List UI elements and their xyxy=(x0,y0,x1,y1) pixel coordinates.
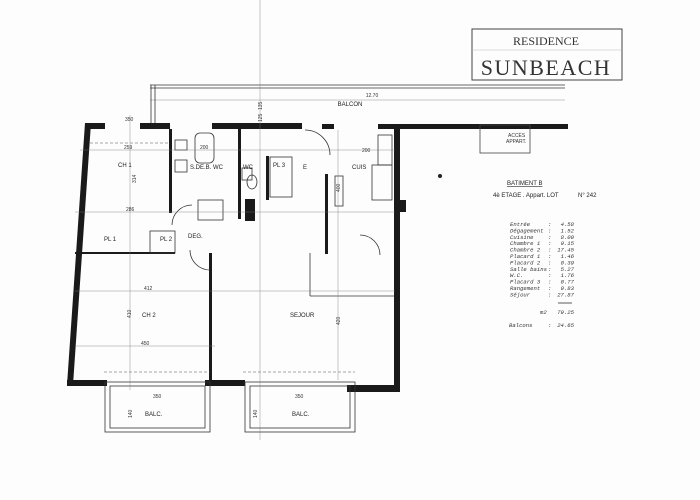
room-ch1: CH 1 xyxy=(118,163,132,169)
dimension-text: 410 xyxy=(127,309,133,318)
dimension-text: 450 xyxy=(141,341,150,347)
room-balc2: BALC. xyxy=(292,412,310,418)
room-pl2: PL 2 xyxy=(160,237,173,243)
access-label: ACCÈS APPART. xyxy=(506,132,526,145)
separator: : xyxy=(548,322,551,329)
interior-lines xyxy=(90,124,531,433)
dimension-text: 314 xyxy=(132,174,138,183)
separator: : xyxy=(548,234,551,241)
room-deg: DEG. xyxy=(188,234,203,240)
separator: : xyxy=(548,266,551,273)
area-room-value: 1.76 xyxy=(561,272,575,279)
dimension-text: 259 xyxy=(124,145,133,151)
dimension-text: 135 xyxy=(258,101,264,110)
area-room-name: Séjour xyxy=(510,291,531,298)
building-label: BATIMENT B xyxy=(507,181,542,187)
area-room-value: 0.83 xyxy=(561,285,575,292)
area-room-name: Salle bains xyxy=(510,266,547,273)
area-room-name: W.C. xyxy=(510,272,523,279)
dimension-text: 200 xyxy=(200,145,209,151)
area-room-value: 9.15 xyxy=(561,240,575,247)
area-room-value: 0.39 xyxy=(561,259,575,266)
room-pl3: PL 3 xyxy=(273,163,286,169)
area-room-value: 1.46 xyxy=(561,253,575,260)
separator: : xyxy=(548,291,551,298)
top-balcony: 12.70 BALCON xyxy=(150,84,565,124)
area-room-name: Entrée xyxy=(510,221,531,228)
room-sdb: S.DE.B. xyxy=(190,165,212,171)
dimension-text: 412 xyxy=(144,286,153,292)
dimension-text: 400 xyxy=(336,183,342,192)
dimension-text: 140 xyxy=(253,409,259,418)
walls xyxy=(67,123,568,392)
separator: : xyxy=(548,259,551,266)
access-text: ACCÈS xyxy=(508,132,526,139)
room-wc2: WC xyxy=(243,165,254,171)
balcony-dimension: 12.70 xyxy=(366,93,379,99)
floor-label: 4è ETAGE . Appart. LOT xyxy=(493,193,559,199)
balcony-area-label: Balcons xyxy=(509,322,533,329)
area-room-name: Placard 1 xyxy=(510,253,540,260)
separator: : xyxy=(548,285,551,292)
area-room-name: Dégagement xyxy=(510,227,544,234)
area-room-name: Placard 3 xyxy=(510,279,541,286)
area-table: BATIMENT B 4è ETAGE . Appart. LOT N° 242… xyxy=(493,181,597,329)
area-room-name: Chambre 1 xyxy=(510,240,540,247)
dimension-text: 350 xyxy=(153,394,162,400)
balcony-label: BALCON xyxy=(338,102,363,108)
dimension-text: 350 xyxy=(295,394,304,400)
area-room-value: 8.00 xyxy=(561,234,575,241)
area-room-name: Chambre 2 xyxy=(510,247,541,254)
separator: : xyxy=(548,247,551,254)
dimension-lines xyxy=(75,0,395,440)
total-unit: m2 xyxy=(540,309,547,316)
area-room-value: 17.45 xyxy=(557,247,574,254)
access-text: APPART. xyxy=(506,139,526,145)
dimension-text: 420 xyxy=(336,316,342,325)
area-room-name: Cuisine xyxy=(510,234,534,241)
room-ch2: CH 2 xyxy=(142,313,156,319)
separator: : xyxy=(548,272,551,279)
separator: : xyxy=(548,240,551,247)
room-entree: E xyxy=(303,165,307,171)
lot-number: N° 242 xyxy=(578,193,597,199)
room-pl1: PL 1 xyxy=(104,237,117,243)
area-room-value: 27.87 xyxy=(557,291,574,298)
area-room-value: 4.58 xyxy=(561,221,575,228)
separator: : xyxy=(548,253,551,260)
dimension-text: 125 xyxy=(258,113,264,122)
dimension-text: 286 xyxy=(126,207,135,213)
separator: : xyxy=(548,221,551,228)
dimension-text: 140 xyxy=(128,409,134,418)
total-area: 79.25 xyxy=(557,309,574,316)
room-wc1: WC xyxy=(213,165,224,171)
area-room-value: 5.27 xyxy=(561,266,575,273)
area-room-name: Rangement xyxy=(510,285,540,292)
room-sejour: SEJOUR xyxy=(290,313,315,319)
area-room-name: Placard 2 xyxy=(510,259,541,266)
separator: : xyxy=(548,279,551,286)
dimension-text: 350 xyxy=(125,117,134,123)
residence-label: RESIDENCE xyxy=(513,34,579,48)
dimension-numbers: 350 259 200 286 412 410 450 420 350 140 … xyxy=(124,101,371,418)
residence-name: SUNBEACH xyxy=(481,55,612,80)
dimension-text: 200 xyxy=(362,148,371,154)
room-labels: CH 1 S.DE.B. WC WC PL 3 E CUIS PL 1 PL 2… xyxy=(104,163,366,418)
area-room-value: 0.77 xyxy=(561,279,575,286)
room-cuis: CUIS xyxy=(352,165,366,171)
balcony-area-value: 24.65 xyxy=(557,322,574,329)
title-block: RESIDENCE SUNBEACH xyxy=(471,28,623,81)
room-balc1: BALC. xyxy=(145,412,163,418)
area-room-value: 1.52 xyxy=(561,227,575,234)
separator: : xyxy=(548,227,551,234)
